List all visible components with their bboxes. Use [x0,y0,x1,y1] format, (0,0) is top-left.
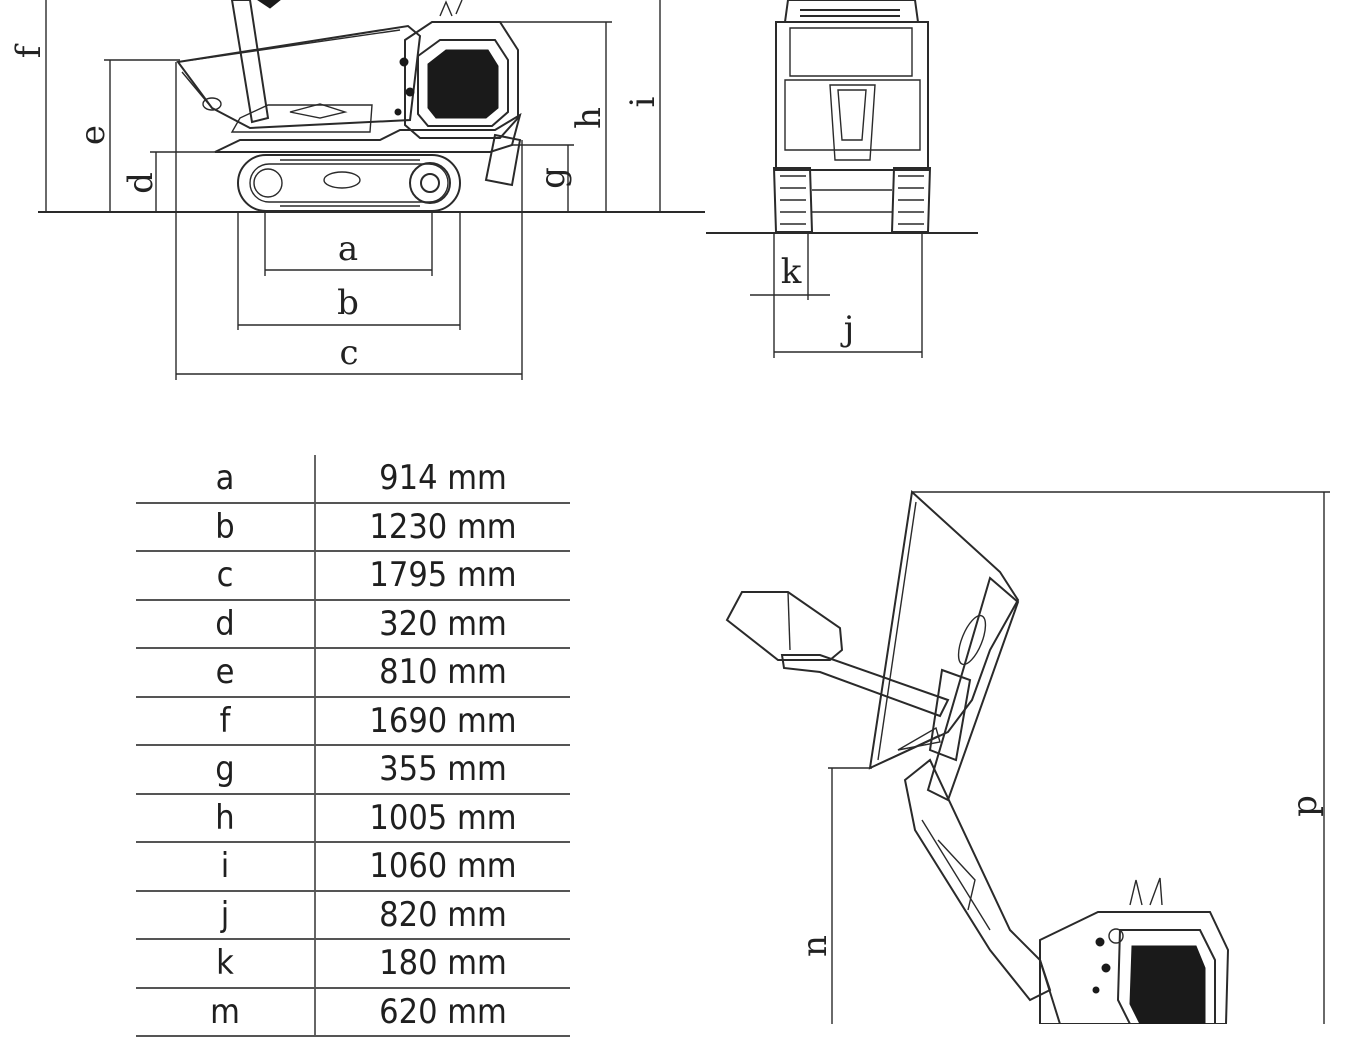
dim-label-a: a [338,229,358,269]
dimension-key: c [136,551,316,601]
dimension-key: e [136,648,316,698]
dimension-key: j [136,890,316,940]
dimension-value: 810 mm [315,648,570,698]
dimension-key: f [136,696,316,746]
dim-label-f: f [9,43,49,58]
lift-arm [903,576,1052,1002]
dimension-value: 820 mm [315,890,570,940]
dimension-value: 355 mm [315,745,570,795]
dimension-key: k [136,939,316,989]
bucket [725,591,950,718]
tipping-view-dimensions [828,491,1330,1024]
dim-label-e: e [73,125,113,145]
tipping-chassis [1039,877,1230,1024]
loader-arm [230,0,281,124]
dimension-value: 1060 mm [315,842,570,892]
dimension-value: 320 mm [315,599,570,649]
dimension-key: g [136,745,316,795]
dim-label-n: n [795,935,835,957]
dim-label-j: j [840,309,855,349]
dimension-key: b [136,502,316,552]
dim-label-h: h [569,107,609,129]
track [237,154,461,212]
dimension-key: i [136,842,316,892]
dim-label-d: d [121,172,161,194]
tipping-view: n p [725,490,1330,1024]
dimension-key: a [136,455,316,504]
dimension-key: m [136,987,316,1037]
engine-cover [394,0,519,139]
dimension-value: 914 mm [315,455,570,504]
side-view-dimensions [45,0,661,380]
dim-label-k: k [781,252,802,292]
dimension-value: 180 mm [315,939,570,989]
front-view-dimensions [750,233,923,358]
chassis [214,103,522,187]
dim-label-b: b [337,283,359,323]
front-view: k j [706,0,978,358]
dim-label-g: g [533,167,573,189]
dimension-key: d [136,599,316,649]
side-view: a b c d e f g h i [9,0,705,380]
front-machine [772,0,932,233]
dimension-value: 620 mm [315,987,570,1037]
dimension-value: 1005 mm [315,793,570,843]
dimension-value: 1795 mm [315,551,570,601]
dim-label-p: p [1285,795,1325,817]
dimension-value: 1690 mm [315,696,570,746]
dim-label-i: i [623,96,663,107]
dump-skip [176,24,422,130]
raised-skip [868,490,1020,770]
dimension-value: 1230 mm [315,502,570,552]
dim-label-c: c [339,333,358,373]
dimension-key: h [136,793,316,843]
